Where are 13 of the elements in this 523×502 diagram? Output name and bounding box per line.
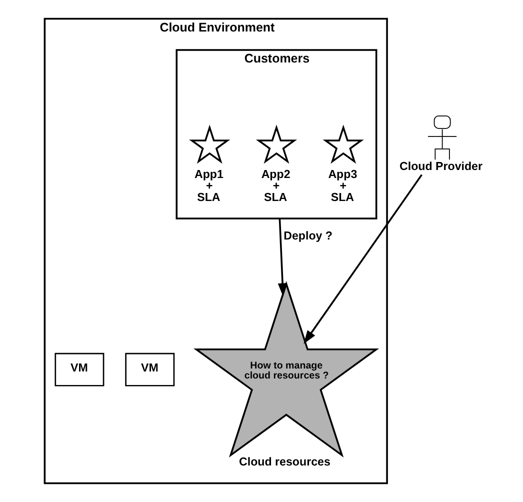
node-label: App2 + SLA	[260, 168, 290, 204]
node-star	[322, 124, 364, 164]
node-box: VM	[124, 352, 174, 386]
node-star	[255, 124, 297, 164]
node-star	[188, 124, 230, 164]
node-label: Cloud resources	[238, 456, 330, 468]
node-box: VM	[54, 352, 104, 386]
node-label: App3 + SLA	[328, 168, 357, 204]
arrow	[303, 174, 422, 344]
node-label: App1 + SLA	[194, 168, 223, 204]
edge-label: Deploy ?	[283, 230, 332, 242]
arrow	[277, 218, 287, 297]
node-label: Cloud Provider	[399, 160, 482, 173]
